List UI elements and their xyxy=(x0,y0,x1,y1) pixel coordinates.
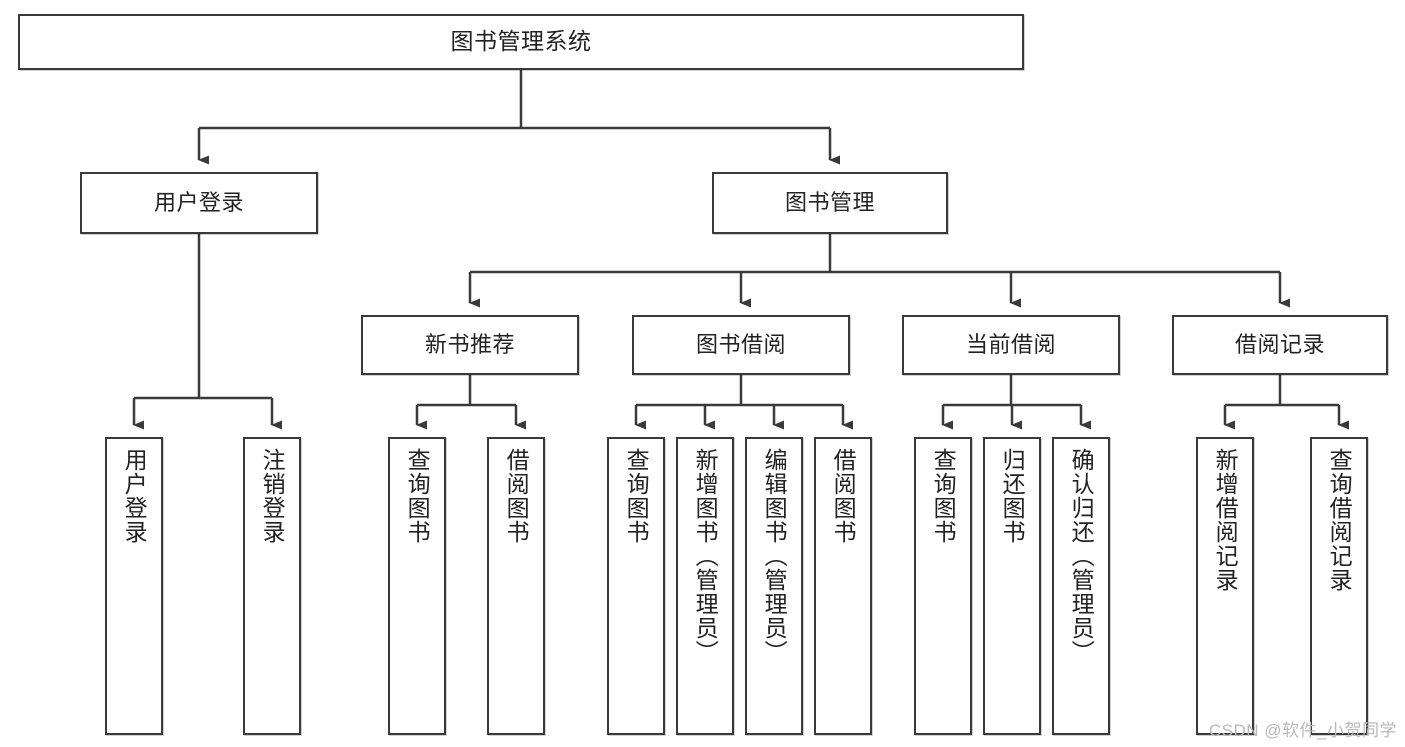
node-leaf-borrow-book-2[interactable]: 借阅图书 xyxy=(814,437,872,735)
node-label: 查询图书 xyxy=(930,448,957,544)
node-label: 图书管理 xyxy=(784,189,875,215)
node-label: 编辑图书（管理员） xyxy=(761,448,788,664)
node-label: 新增借阅记录 xyxy=(1212,448,1239,592)
node-label: 用户登录 xyxy=(153,189,244,215)
node-leaf-edit-book-admin[interactable]: 编辑图书（管理员） xyxy=(745,437,803,735)
node-user-login[interactable]: 用户登录 xyxy=(80,172,318,234)
node-book-manage[interactable]: 图书管理 xyxy=(712,172,948,234)
node-label: 图书管理系统 xyxy=(450,28,592,55)
node-current-borrow[interactable]: 当前借阅 xyxy=(902,315,1120,375)
node-book-borrow[interactable]: 图书借阅 xyxy=(632,315,850,375)
watermark-text: CSDN @软件_小贺同学 xyxy=(1208,721,1397,740)
node-label: 新增图书（管理员） xyxy=(692,448,719,664)
node-label: 查询图书 xyxy=(623,448,650,544)
node-label: 借阅记录 xyxy=(1234,331,1325,357)
node-label: 借阅图书 xyxy=(503,448,530,544)
node-leaf-user-login[interactable]: 用户登录 xyxy=(105,437,163,735)
node-label: 图书借阅 xyxy=(695,331,786,357)
node-root[interactable]: 图书管理系统 xyxy=(18,14,1024,70)
node-leaf-query-book-2[interactable]: 查询图书 xyxy=(607,437,665,735)
node-leaf-query-borrow-record[interactable]: 查询借阅记录 xyxy=(1310,437,1368,735)
node-leaf-return-book[interactable]: 归还图书 xyxy=(983,437,1041,735)
node-leaf-confirm-return-admin[interactable]: 确认归还（管理员） xyxy=(1052,437,1110,735)
node-leaf-borrow-book-1[interactable]: 借阅图书 xyxy=(487,437,545,735)
node-label: 确认归还（管理员） xyxy=(1068,448,1095,664)
node-leaf-user-logout[interactable]: 注销登录 xyxy=(243,437,301,735)
node-label: 注销登录 xyxy=(259,448,286,544)
node-leaf-query-book-1[interactable]: 查询图书 xyxy=(388,437,446,735)
node-leaf-add-borrow-record[interactable]: 新增借阅记录 xyxy=(1196,437,1254,735)
node-label: 当前借阅 xyxy=(965,331,1056,357)
node-label: 查询图书 xyxy=(404,448,431,544)
node-label: 借阅图书 xyxy=(830,448,857,544)
node-leaf-query-book-3[interactable]: 查询图书 xyxy=(914,437,972,735)
node-label: 查询借阅记录 xyxy=(1326,448,1353,592)
node-new-book-recommend[interactable]: 新书推荐 xyxy=(361,315,579,375)
node-leaf-add-book-admin[interactable]: 新增图书（管理员） xyxy=(676,437,734,735)
node-label: 新书推荐 xyxy=(424,331,515,357)
node-label: 用户登录 xyxy=(121,448,148,544)
node-label: 归还图书 xyxy=(999,448,1026,544)
node-borrow-record[interactable]: 借阅记录 xyxy=(1172,315,1388,375)
